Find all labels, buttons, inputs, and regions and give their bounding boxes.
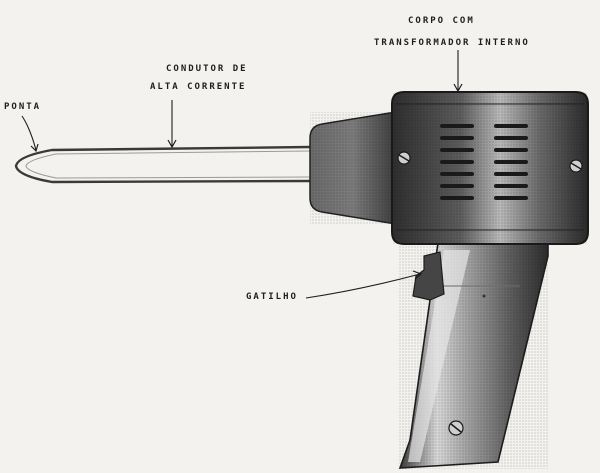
gatilho-arrowhead bbox=[412, 270, 423, 280]
gatilho-leader bbox=[305, 273, 421, 299]
label-condutor-line2: ALTA CORRENTE bbox=[150, 82, 247, 92]
vent-slots-right bbox=[494, 124, 528, 200]
leader-lines bbox=[21, 50, 463, 299]
label-corpo-line2: TRANSFORMADOR INTERNO bbox=[374, 38, 530, 48]
slotted-screw-icon bbox=[397, 151, 411, 165]
label-corpo-line1: CORPO COM bbox=[408, 16, 475, 26]
slotted-screw-icon bbox=[448, 420, 464, 436]
handle bbox=[398, 242, 549, 469]
label-condutor-line1: CONDUTOR DE bbox=[166, 64, 248, 74]
ponta-arrowhead bbox=[30, 143, 39, 153]
vent-slots-left bbox=[440, 124, 474, 200]
corpo-arrowhead bbox=[453, 83, 463, 93]
label-gatilho: GATILHO bbox=[246, 292, 298, 302]
label-ponta: PONTA bbox=[4, 102, 42, 112]
body-housing bbox=[391, 91, 589, 245]
high-current-conductor bbox=[14, 145, 311, 184]
condutor-arrowhead bbox=[167, 139, 177, 149]
trigger bbox=[412, 251, 445, 301]
nose-block bbox=[309, 111, 397, 225]
slotted-screw-icon bbox=[569, 159, 583, 173]
ponta-leader bbox=[21, 115, 37, 151]
